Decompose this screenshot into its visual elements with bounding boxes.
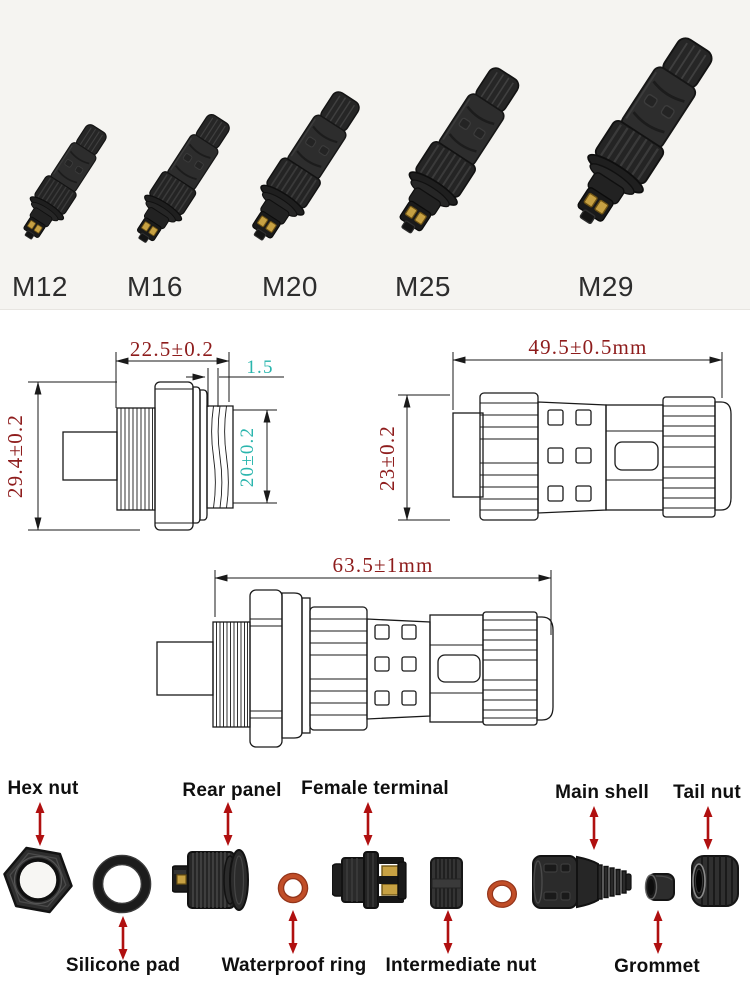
double-arrow-icon (702, 806, 714, 850)
intermediate-nut-image (430, 857, 463, 909)
waterproof-ring-2-image (487, 880, 517, 908)
panel-height-dimension: 29.4±0.2 (3, 414, 27, 498)
panel-mount-dimension-drawing: 22.5±0.2 1.5 29.4±0.2 20±0.2 (3, 337, 284, 531)
plug-dimension-lines (398, 352, 723, 521)
part-label-silicone-pad: Silicone pad (65, 955, 181, 976)
assembled-dimension-lines (214, 570, 552, 635)
size-label-m29: M29 (578, 271, 634, 302)
size-label-m25: M25 (395, 271, 451, 302)
double-arrow-icon (588, 806, 600, 850)
size-label-m20: M20 (262, 271, 318, 302)
size-label-m16: M16 (127, 271, 183, 302)
double-arrow-icon (222, 802, 234, 846)
double-arrow-icon (117, 916, 129, 960)
panel-thread-dimension: 20±0.2 (237, 427, 258, 487)
part-label-intermediate-nut: Intermediate nut (385, 955, 537, 976)
plug-height-dimension: 23±0.2 (375, 425, 399, 491)
grommet-image (644, 873, 675, 901)
waterproof-ring-image (277, 872, 309, 904)
connector-photo-m12 (10, 117, 116, 249)
part-label-tail-nut: Tail nut (673, 782, 741, 803)
panel-width-dimension: 22.5±0.2 (130, 337, 214, 361)
rear-panel-image (172, 849, 249, 911)
part-label-female-terminal: Female terminal (301, 778, 449, 799)
silicone-pad-image (92, 854, 152, 914)
connector-photo-m20 (235, 82, 372, 253)
part-label-rear-panel: Rear panel (182, 780, 282, 801)
tail-nut-image (691, 855, 739, 907)
panel-dimension-lines (28, 352, 284, 531)
part-label-waterproof-ring: Waterproof ring (221, 955, 367, 976)
size-label-m12: M12 (12, 271, 68, 302)
part-label-grommet: Grommet (614, 956, 700, 977)
cable-plug-dimension-drawing: 49.5±0.5mm 23±0.2 (375, 335, 732, 521)
part-label-main-shell: Main shell (555, 782, 649, 803)
connector-photo-m29 (556, 26, 728, 240)
hex-nut-image (3, 846, 73, 914)
main-shell-image (532, 855, 632, 909)
double-arrow-icon (362, 802, 374, 846)
plug-length-dimension: 49.5±0.5mm (528, 335, 647, 359)
part-label-hex-nut: Hex nut (7, 778, 79, 799)
panel-pitch-dimension: 1.5 (246, 357, 273, 378)
size-comparison-section: M12 M16 M20 M25 M29 (0, 0, 750, 310)
double-arrow-icon (652, 910, 664, 954)
assembled-length-dimension: 63.5±1mm (332, 553, 433, 577)
connector-photo-m16 (122, 106, 240, 254)
connector-photo-m25 (381, 57, 533, 247)
double-arrow-icon (287, 910, 299, 954)
double-arrow-icon (442, 910, 454, 954)
female-terminal-image (332, 851, 407, 909)
assembled-connector-dimension-drawing: 63.5±1mm (156, 553, 554, 748)
double-arrow-icon (34, 802, 46, 846)
